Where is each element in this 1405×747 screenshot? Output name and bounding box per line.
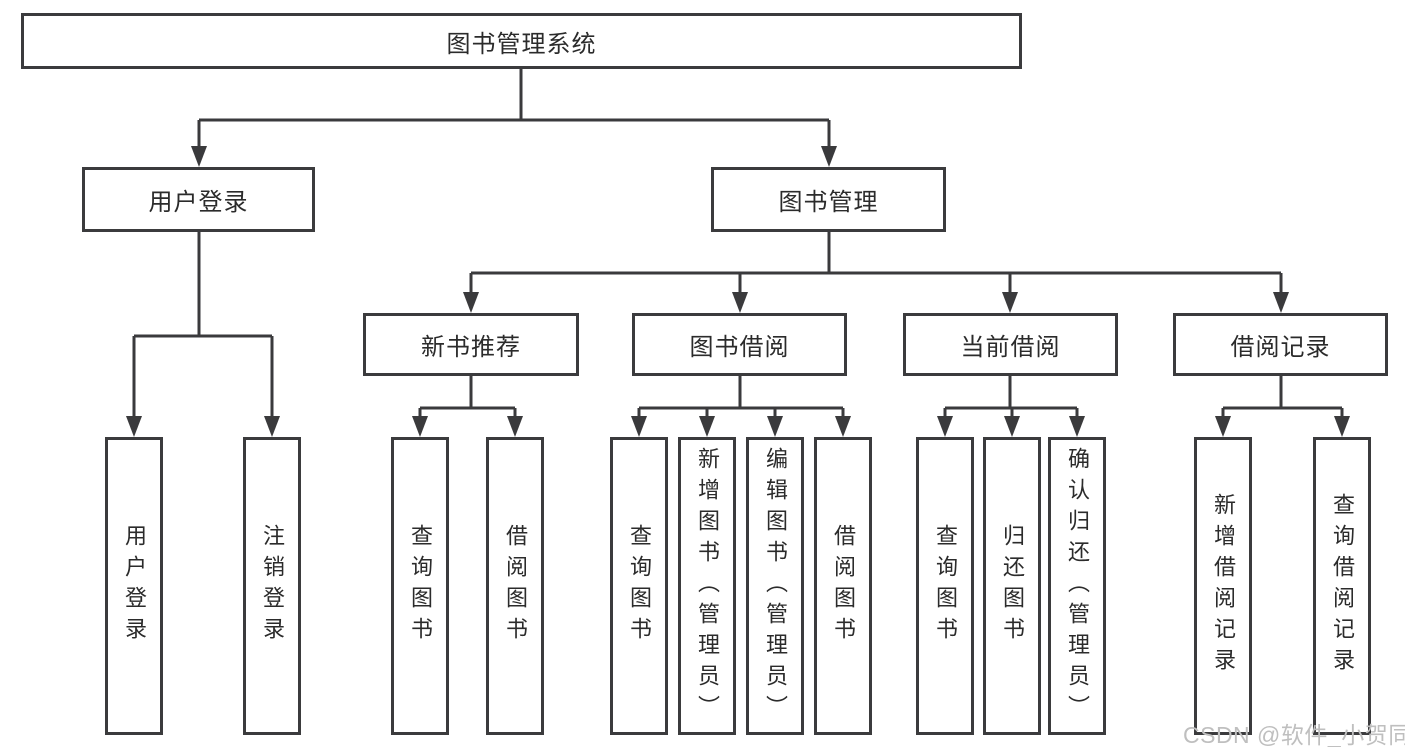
leaf-add-book-admin: 新增图书（管理员） [678, 437, 736, 735]
arrow-icon [463, 292, 479, 313]
node-book-management-label: 图书管理 [778, 189, 879, 216]
arrow-icon [264, 416, 280, 437]
node-current-borrowing: 当前借阅 [903, 313, 1118, 376]
leaf-logout-label: 注销登录 [260, 524, 285, 648]
arrow-icon [699, 416, 715, 437]
leaf-query-borrow-record: 查询借阅记录 [1313, 437, 1371, 735]
leaf-edit-book-admin: 编辑图书（管理员） [746, 437, 804, 735]
leaf-logout: 注销登录 [243, 437, 301, 735]
leaf-confirm-return-admin-label: 确认归还（管理员） [1065, 446, 1090, 726]
arrow-icon [412, 416, 428, 437]
node-borrowing-records-label: 借阅记录 [1230, 334, 1331, 361]
node-user-login-label: 用户登录 [148, 189, 249, 216]
leaf-query-books-recommend: 查询图书 [391, 437, 449, 735]
leaf-query-books-borrowing-label: 查询图书 [627, 524, 652, 648]
arrow-icon [937, 416, 953, 437]
arrow-icon [126, 416, 142, 437]
arrow-icon [1004, 416, 1020, 437]
node-borrowing-records: 借阅记录 [1173, 313, 1388, 376]
node-new-book-recommend: 新书推荐 [363, 313, 579, 376]
arrow-icon [1334, 416, 1350, 437]
leaf-return-book: 归还图书 [983, 437, 1041, 735]
node-system-root-label: 图书管理系统 [446, 30, 597, 58]
arrow-icon [821, 146, 837, 167]
leaf-add-borrow-record-label: 新增借阅记录 [1211, 493, 1236, 679]
leaf-add-book-admin-label: 新增图书（管理员） [695, 446, 720, 726]
node-system-root: 图书管理系统 [21, 13, 1022, 69]
leaf-query-borrow-record-label: 查询借阅记录 [1330, 493, 1355, 679]
arrow-icon [631, 416, 647, 437]
arrow-icon [835, 416, 851, 437]
node-new-book-recommend-label: 新书推荐 [421, 334, 521, 361]
connector-current-borrowing-children [943, 376, 1079, 420]
leaf-query-books-recommend-label: 查询图书 [408, 524, 433, 648]
node-book-borrowing: 图书借阅 [632, 313, 847, 376]
node-user-login: 用户登录 [82, 167, 315, 232]
connector-user-login-children [132, 232, 274, 420]
leaf-borrow-books-borrowing: 借阅图书 [814, 437, 872, 735]
node-book-borrowing-label: 图书借阅 [689, 334, 790, 361]
arrow-icon [1002, 292, 1018, 313]
leaf-user-login: 用户登录 [105, 437, 163, 735]
csdn-watermark: CSDN @软件_小贺同学 [1183, 722, 1405, 747]
connector-book-management-children [469, 232, 1283, 296]
arrow-icon [767, 416, 783, 437]
leaf-query-books-current: 查询图书 [916, 437, 974, 735]
leaf-user-login-label: 用户登录 [122, 524, 147, 648]
node-book-management: 图书管理 [711, 167, 946, 232]
node-current-borrowing-label: 当前借阅 [960, 334, 1061, 361]
leaf-borrow-books-borrowing-label: 借阅图书 [831, 524, 856, 648]
arrow-icon [191, 146, 207, 167]
arrow-icon [1069, 416, 1085, 437]
arrow-icon [507, 416, 523, 437]
leaf-add-borrow-record: 新增借阅记录 [1194, 437, 1252, 735]
arrow-icon [1215, 416, 1231, 437]
leaf-edit-book-admin-label: 编辑图书（管理员） [763, 446, 788, 726]
leaf-query-books-current-label: 查询图书 [933, 524, 958, 648]
connector-book-borrowing-children [637, 376, 845, 420]
arrow-icon [1273, 292, 1289, 313]
arrow-icon [732, 292, 748, 313]
connector-new-book-recommend-children [418, 376, 517, 420]
leaf-return-book-label: 归还图书 [1000, 524, 1025, 648]
leaf-borrow-books-recommend-label: 借阅图书 [503, 524, 528, 648]
leaf-query-books-borrowing: 查询图书 [610, 437, 668, 735]
connector-borrowing-records-children [1221, 376, 1344, 420]
leaf-confirm-return-admin: 确认归还（管理员） [1048, 437, 1106, 735]
connector-root-to-level1 [197, 69, 831, 150]
leaf-borrow-books-recommend: 借阅图书 [486, 437, 544, 735]
